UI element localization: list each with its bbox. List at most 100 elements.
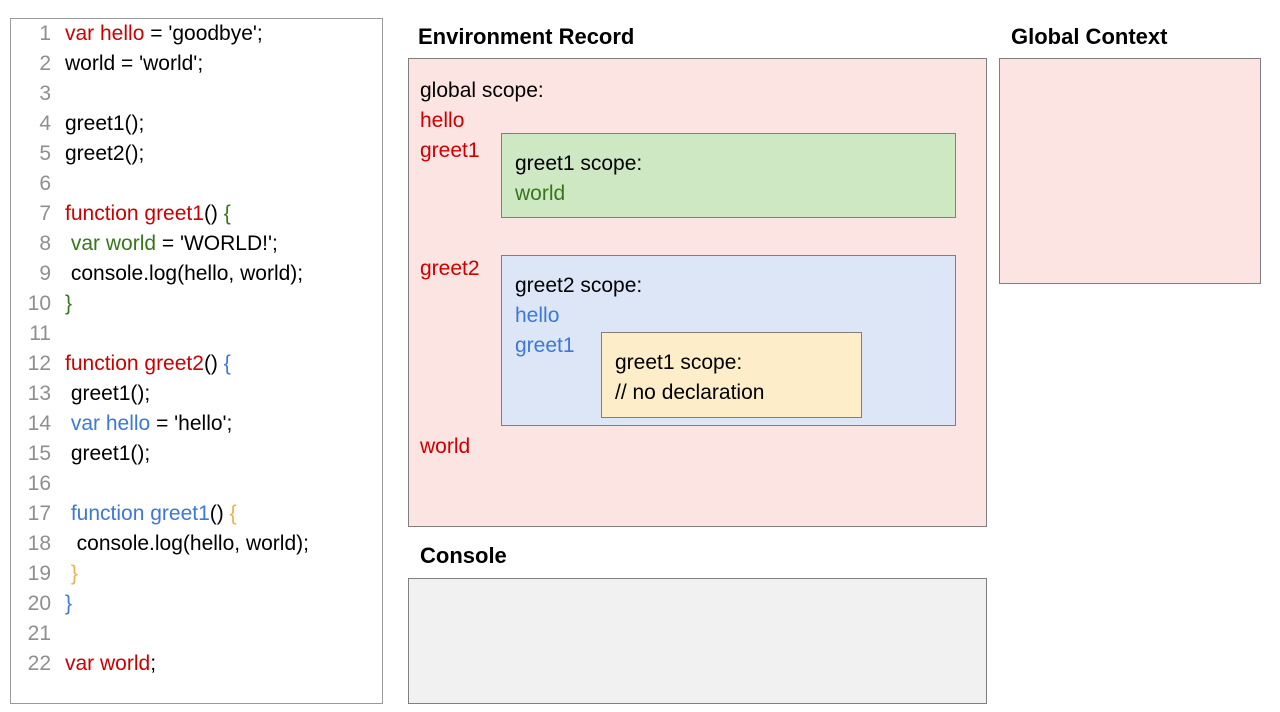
code-token: } — [65, 592, 73, 615]
code-line-number: 4 — [39, 112, 51, 135]
code-token: = 'hello'; — [150, 412, 233, 435]
code-line-number: 14 — [27, 412, 51, 435]
greet2-binding-hello: hello — [515, 304, 560, 327]
code-token: var hello — [65, 22, 145, 45]
console-title: Console — [420, 543, 507, 568]
code-line: 19 } — [11, 559, 382, 589]
code-token: } — [70, 562, 78, 585]
code-line-text: console.log(hello, world); — [51, 529, 309, 559]
global-binding-hello: hello — [420, 109, 465, 132]
code-line-number: 1 — [39, 22, 51, 45]
code-line-text: world = 'world'; — [51, 49, 203, 79]
code-line: 21 — [11, 619, 382, 649]
code-token: greet1(); — [65, 112, 145, 135]
code-token: = 'goodbye'; — [144, 22, 263, 45]
code-line-number: 8 — [39, 232, 51, 255]
global-context-box — [999, 58, 1261, 284]
code-line-number: 22 — [27, 652, 51, 675]
code-line-text: var world = 'WORLD!'; — [51, 229, 278, 259]
code-line-text: var hello = 'hello'; — [51, 409, 233, 439]
code-token: greet1(); — [65, 382, 151, 405]
greet1-inner-scope-box — [601, 332, 862, 418]
code-line-number: 16 — [27, 472, 51, 495]
global-scope-label: global scope: — [420, 79, 544, 102]
code-line: 6 — [11, 169, 382, 199]
greet1-scope-box — [501, 133, 956, 218]
code-line-number: 2 — [39, 52, 51, 75]
code-token: greet2(); — [65, 142, 145, 165]
code-line: 10} — [11, 289, 382, 319]
code-token: = 'WORLD!'; — [156, 232, 278, 255]
console-output-box — [408, 578, 987, 704]
code-line-number: 3 — [39, 82, 51, 105]
global-binding-greet1: greet1 — [420, 139, 480, 162]
code-line-number: 7 — [39, 202, 51, 225]
code-line: 13 greet1(); — [11, 379, 382, 409]
code-line: 4 greet1(); — [11, 109, 382, 139]
code-line-number: 6 — [39, 172, 51, 195]
code-line: 8 var world = 'WORLD!'; — [11, 229, 382, 259]
code-line-number: 5 — [39, 142, 51, 165]
code-line: 18 console.log(hello, world); — [11, 529, 382, 559]
code-token: world = 'world'; — [65, 52, 204, 75]
code-line-text: function greet1() { — [51, 199, 231, 229]
code-line-text: greet2(); — [51, 139, 144, 169]
code-line-number: 9 — [39, 262, 51, 285]
code-line: 14 var hello = 'hello'; — [11, 409, 382, 439]
code-token: function greet1 — [70, 502, 210, 525]
code-line: 3 — [11, 79, 382, 109]
global-binding-world: world — [420, 435, 471, 458]
code-token: var hello — [70, 412, 151, 435]
code-line-number: 15 — [27, 442, 51, 465]
code-token: var world — [65, 652, 151, 675]
code-token: function greet2 — [65, 352, 204, 375]
code-line-text: function greet1() { — [51, 499, 237, 529]
code-line-number: 11 — [29, 322, 51, 345]
code-token: console.log(hello, world); — [65, 262, 304, 285]
code-token: () — [203, 352, 224, 375]
greet2-binding-greet1: greet1 — [515, 334, 575, 357]
code-line-text: } — [51, 589, 72, 619]
code-token: var world — [70, 232, 157, 255]
code-line: 17 function greet1() { — [11, 499, 382, 529]
code-line-number: 18 — [27, 532, 51, 555]
global-binding-greet2: greet2 — [420, 257, 480, 280]
code-token: } — [65, 292, 73, 315]
code-line-text: console.log(hello, world); — [51, 259, 303, 289]
code-line-number: 12 — [27, 352, 51, 375]
code-line: 5 greet2(); — [11, 139, 382, 169]
code-line: 9 console.log(hello, world); — [11, 259, 382, 289]
code-line: 15 greet1(); — [11, 439, 382, 469]
code-token: () — [209, 502, 230, 525]
code-token: console.log(hello, world); — [65, 532, 309, 555]
greet1-inner-scope-label: greet1 scope: — [615, 351, 743, 374]
code-line-text: function greet2() { — [51, 349, 231, 379]
code-line-text: var world; — [51, 649, 156, 679]
code-line-number: 20 — [27, 592, 51, 615]
code-line: 16 — [11, 469, 382, 499]
code-line-number: 13 — [27, 382, 51, 405]
greet1-scope-label: greet1 scope: — [515, 152, 643, 175]
code-line: 20} — [11, 589, 382, 619]
code-line-number: 17 — [27, 502, 51, 525]
global-context-title: Global Context — [1011, 24, 1168, 49]
code-line-text: var hello = 'goodbye'; — [51, 19, 263, 49]
code-token: function greet1 — [65, 202, 204, 225]
environment-record-title: Environment Record — [418, 24, 635, 49]
code-token: { — [223, 202, 231, 225]
code-line-text: greet1(); — [51, 109, 144, 139]
code-line: 11 — [11, 319, 382, 349]
code-token: () — [203, 202, 224, 225]
code-token: { — [223, 352, 231, 375]
greet2-scope-label: greet2 scope: — [515, 274, 643, 297]
code-line-text: greet1(); — [51, 379, 150, 409]
code-line-text: } — [51, 289, 72, 319]
code-token: greet1(); — [65, 442, 151, 465]
code-line-text: greet1(); — [51, 439, 150, 469]
